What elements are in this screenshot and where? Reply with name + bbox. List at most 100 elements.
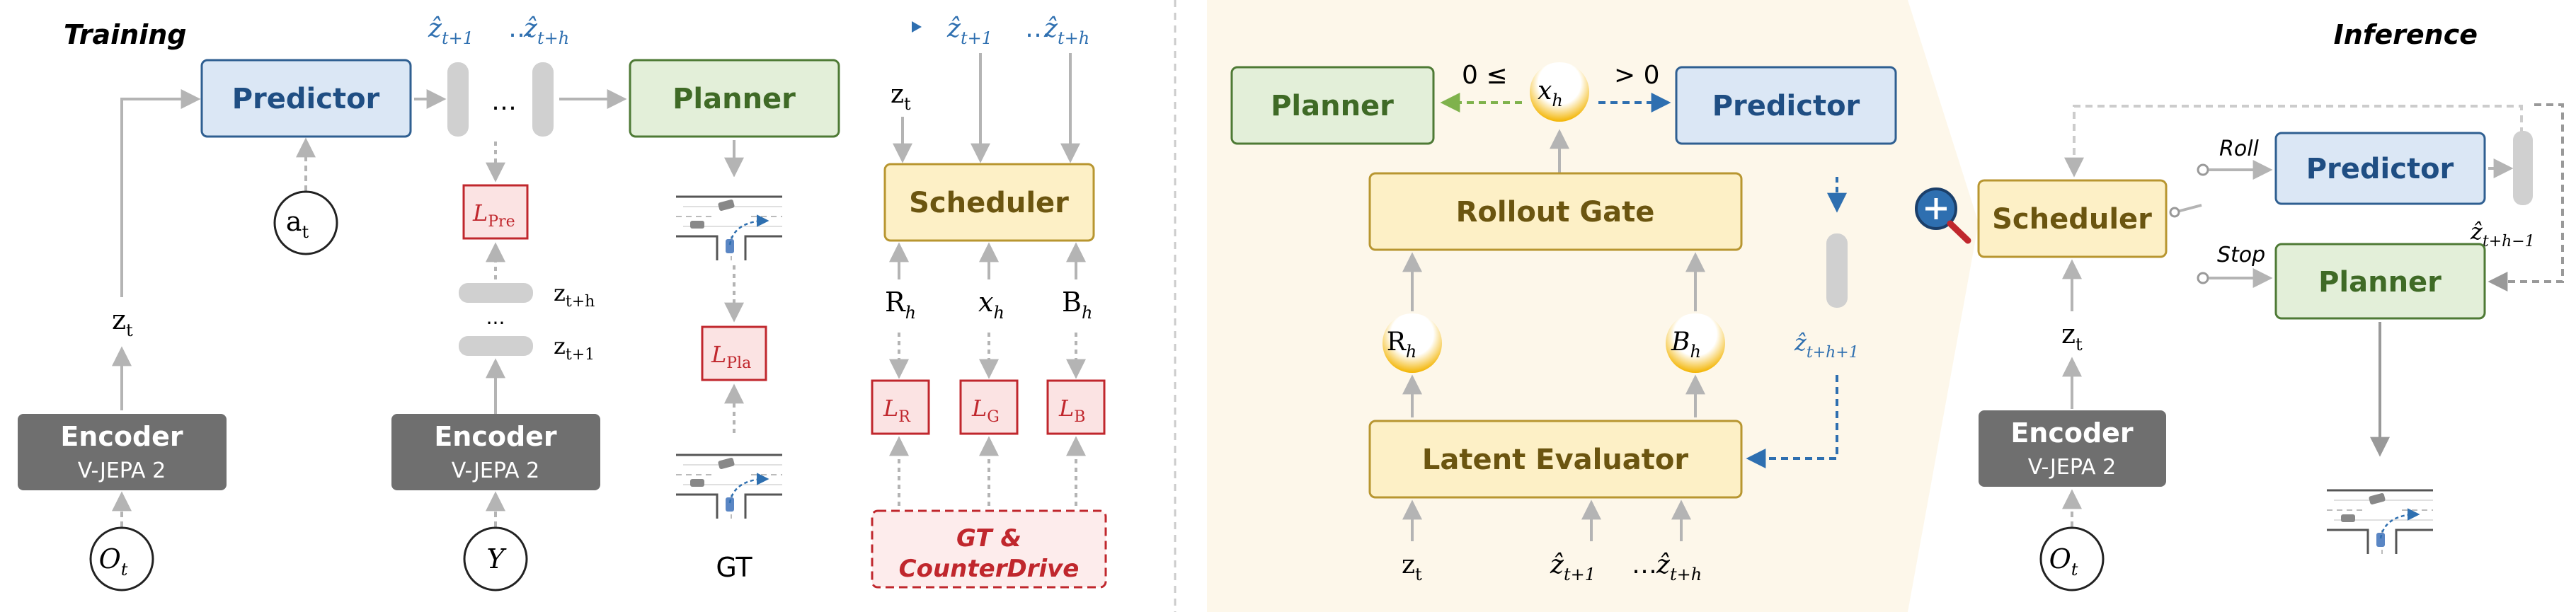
latent-evaluator-box: [1368, 420, 1743, 499]
gt-latent-th: [459, 283, 533, 303]
gt-counterdrive-box: [871, 509, 1107, 589]
gt-counterdrive-line2: CounterDrive: [899, 555, 1080, 583]
stop-label: Stop: [2217, 243, 2265, 267]
encoder-box-infer: [1979, 410, 2166, 487]
scheduler-box-train: [883, 163, 1095, 242]
bh-ball: [1666, 313, 1725, 373]
zhat-right-1: ẑt+1: [946, 14, 992, 48]
loss-pre-label: LPre: [472, 200, 515, 231]
cond-left: 0 ≤: [1462, 61, 1508, 90]
obs-label-left: Ot: [99, 543, 128, 579]
encoder-model-infer: V-JEPA 2: [2028, 455, 2116, 480]
roll-contact: [2197, 163, 2209, 176]
predictor-label-gate: Predictor: [1712, 90, 1860, 122]
planner-box-train: [629, 59, 840, 138]
y-node: [463, 526, 528, 591]
magnifier-icon: [1915, 187, 1971, 244]
training-title: Training: [64, 19, 187, 50]
planner-box-gate: [1230, 66, 1435, 145]
planner-box-infer: [2274, 243, 2486, 320]
loop-right-dashed: [2488, 103, 2564, 291]
roll-label: Roll: [2219, 137, 2260, 161]
loss-r-label: LR: [883, 395, 911, 426]
latent-bar-1: [447, 62, 469, 137]
cond-right: > 0: [1614, 61, 1660, 90]
loss-pla-label: LPla: [711, 341, 751, 372]
rollout-gate-label: Rollout Gate: [1456, 196, 1655, 229]
y-label: Y: [486, 543, 507, 575]
zhat-prev-label: ẑt+h−1: [2470, 218, 2535, 250]
gt-latent-t1: [459, 336, 533, 356]
xh-label: xh: [978, 287, 1004, 323]
planned-trajectory-scene: [676, 177, 782, 260]
loss-pre-box: [462, 184, 529, 240]
planner-label-infer: Planner: [2318, 266, 2442, 299]
zhat1-gate-label: ẑt+1: [1550, 550, 1596, 584]
rollout-gate-box: [1368, 172, 1743, 251]
rh-gate-label: Rh: [1387, 328, 1417, 362]
zhat-top-h: ẑt+h: [523, 14, 569, 48]
encoder-model-mid: V-JEPA 2: [452, 458, 539, 483]
encoder-label-left: Encoder: [60, 421, 183, 452]
planner-label-train: Planner: [672, 83, 796, 115]
encoder-box-mid: [391, 414, 600, 490]
latent-bar-h: [532, 62, 554, 137]
action-node: [273, 190, 338, 255]
zt-gate-label: zt: [1402, 550, 1422, 584]
scheduler-label-infer: Scheduler: [1992, 203, 2152, 236]
latent-back-to-scheduler: [2064, 105, 2523, 178]
zt-infer-label: zt: [2061, 318, 2083, 354]
predictor-label-train: Predictor: [232, 83, 380, 115]
next-latent-bar: [1826, 233, 1848, 308]
zt-sched-label: zt: [891, 80, 911, 114]
gt-label: GT: [716, 552, 752, 583]
predictor-box-gate: [1675, 66, 1897, 145]
predictor-box-train: [200, 59, 412, 138]
predictor-box-infer: [2274, 132, 2486, 205]
z-t1-label: zt+1: [554, 333, 595, 364]
scheduler-box-infer: [1977, 179, 2168, 258]
stop-contact: [2197, 272, 2209, 284]
action-label: at: [286, 206, 309, 242]
z-th-label: zt+h: [554, 279, 595, 311]
rh-ball: [1383, 313, 1442, 373]
rollout-arrowhead: [912, 21, 922, 33]
xh-gate-label: xh: [1538, 76, 1563, 110]
bh-gate-label: Bh: [1671, 328, 1701, 362]
next-latent-to-evaluator: [1746, 375, 1838, 468]
loss-g-label: LG: [971, 395, 1000, 426]
latent-bar-infer: [2513, 131, 2533, 205]
gt-latent-dots: ...: [486, 306, 505, 329]
scheduler-label-train: Scheduler: [909, 187, 1069, 219]
zhat-right-h: ẑt+h: [1043, 14, 1089, 48]
encoder-model-left: V-JEPA 2: [78, 458, 166, 483]
gt-trajectory-scene: [676, 435, 782, 519]
zt-label-left: zt: [112, 304, 133, 340]
zhat-top-1: ẑt+1: [428, 14, 474, 48]
loss-b-box: [1046, 379, 1106, 435]
zt-to-predictor: [120, 89, 201, 297]
loss-g-box: [959, 379, 1019, 435]
loss-b-label: LB: [1058, 395, 1085, 426]
latent-dots: …: [491, 87, 517, 116]
switch-pivot: [2169, 207, 2180, 218]
obs-node-left: [89, 526, 154, 591]
zhat-next-label: ẑt+h+1: [1794, 329, 1859, 362]
gt-counterdrive-line1: GT &: [956, 524, 1021, 553]
loss-r-box: [871, 379, 930, 435]
zhath-gate-label: ẑt+h: [1656, 550, 1702, 584]
rh-label: Rh: [885, 287, 916, 323]
xh-ball: [1530, 62, 1589, 122]
zhat-gate-dots: …: [1632, 550, 1657, 579]
encoder-label-mid: Encoder: [434, 421, 557, 452]
encoder-box-left: [18, 414, 227, 490]
predictor-label-infer: Predictor: [2306, 153, 2454, 185]
planner-label-gate: Planner: [1271, 90, 1394, 122]
inference-trajectory-scene: [2327, 470, 2433, 554]
zhat-right-dots: …: [1025, 14, 1051, 43]
latent-evaluator-label: Latent Evaluator: [1422, 444, 1688, 476]
inference-title: Inference: [2334, 19, 2478, 50]
obs-node-infer: [2039, 526, 2105, 591]
obs-label-infer: Ot: [2049, 543, 2078, 579]
encoder-label-infer: Encoder: [2010, 417, 2134, 449]
